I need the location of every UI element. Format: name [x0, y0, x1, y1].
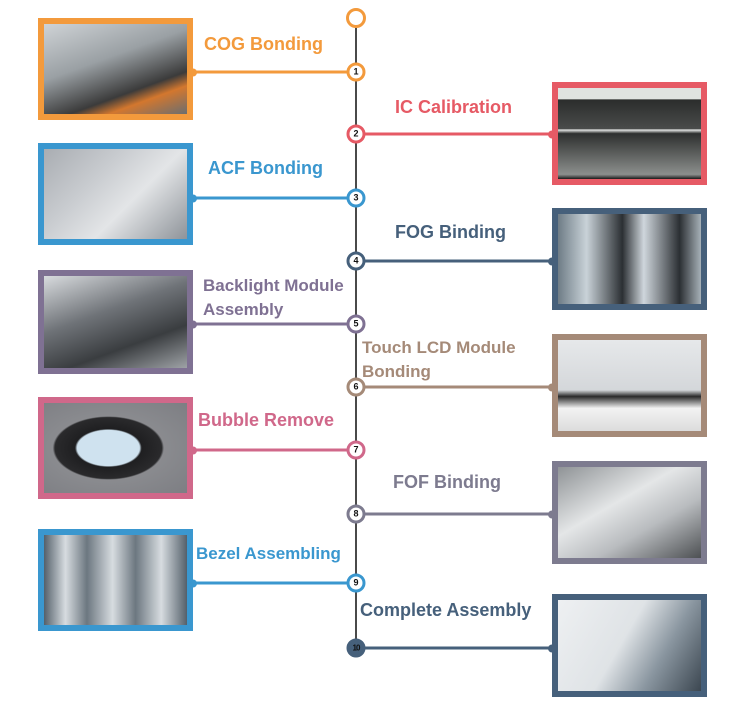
step-label-line: Backlight Module	[203, 276, 344, 295]
step-number-badge: 8	[346, 504, 366, 524]
step-label: IC Calibration	[395, 97, 513, 117]
touch-lcd-bonding-photo	[552, 334, 707, 437]
photo-content	[558, 88, 701, 179]
bezel-assembling-machines-photo	[38, 529, 193, 631]
connector-line	[356, 644, 556, 652]
photo-content	[558, 214, 701, 304]
bubble-remove-touch-panel-photo	[38, 397, 193, 499]
step-label-line: Touch LCD Module	[362, 338, 516, 357]
connector-line	[189, 68, 356, 76]
step-number-badge: 1	[346, 62, 366, 82]
connector-line	[356, 510, 556, 518]
complete-assembly-cleanroom-photo	[552, 594, 707, 697]
step-number-badge: 6	[346, 377, 366, 397]
cog-bonding-machine-photo	[38, 18, 193, 120]
photo-content	[44, 276, 187, 368]
step-number-badge: 10	[346, 638, 366, 658]
connector-line	[356, 257, 556, 265]
step-label: FOG Binding	[395, 222, 506, 242]
step-number-badge: 2	[346, 124, 366, 144]
connector-end-dot	[189, 579, 197, 587]
photo-content	[44, 149, 187, 239]
step-number-badge: 9	[346, 573, 366, 593]
connector-end-dot	[189, 446, 197, 454]
photo-content	[44, 24, 187, 114]
photo-content	[558, 467, 701, 558]
photo-content	[44, 403, 187, 493]
step-label-line: Bonding	[362, 362, 431, 381]
fog-binding-machines-photo	[552, 208, 707, 310]
step-number-badge: 4	[346, 251, 366, 271]
fof-binding-machine-photo	[552, 461, 707, 564]
connector-end-dot	[189, 68, 197, 76]
step-label: Bubble Remove	[198, 410, 335, 430]
step-label: FOF Binding	[393, 472, 501, 492]
connector-end-dot	[189, 320, 197, 328]
connector-line	[189, 320, 356, 328]
step-label: Complete Assembly	[360, 600, 532, 620]
connector-line	[189, 446, 356, 454]
step-label: Bezel Assembling	[196, 544, 341, 563]
connector-line	[356, 130, 556, 138]
acf-bonding-machine-photo	[38, 143, 193, 245]
connector-line	[189, 579, 356, 587]
step-label: COG Bonding	[204, 34, 323, 54]
timeline-start-marker	[346, 8, 366, 28]
step-label: ACF Bonding	[208, 158, 323, 178]
connector-line	[356, 383, 556, 391]
step-number-badge: 7	[346, 440, 366, 460]
backlight-assembly-machine-photo	[38, 270, 193, 374]
step-number-badge: 3	[346, 188, 366, 208]
photo-content	[558, 340, 701, 431]
connector-end-dot	[189, 194, 197, 202]
ic-calibration-screen-photo	[552, 82, 707, 185]
photo-content	[558, 600, 701, 691]
connector-line	[189, 194, 356, 202]
step-number-badge: 5	[346, 314, 366, 334]
timeline-spine	[355, 26, 357, 648]
step-label-line: Assembly	[203, 300, 284, 319]
photo-content	[44, 535, 187, 625]
